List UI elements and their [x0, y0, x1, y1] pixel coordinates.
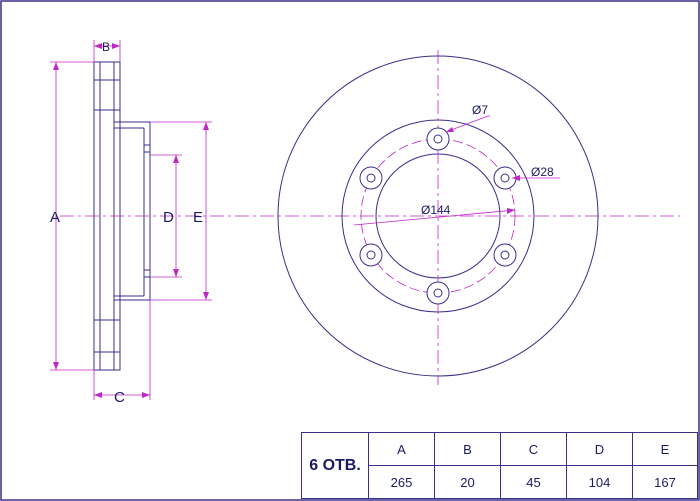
label-d: D — [163, 209, 174, 226]
holes-count: 6 ОТВ. — [301, 432, 369, 499]
spec-value-row: 265 20 45 104 167 — [302, 465, 698, 499]
label-e: E — [193, 209, 203, 226]
header-d: D — [566, 432, 633, 466]
bolt-hole — [426, 281, 450, 305]
header-c: C — [500, 432, 567, 466]
bolt-hole — [359, 166, 383, 190]
bolt-holes — [359, 127, 517, 305]
value-c: 45 — [500, 465, 567, 499]
label-bolt-hole: Ø7 — [472, 103, 488, 117]
header-e: E — [632, 432, 698, 466]
front-leaders — [353, 115, 560, 226]
label-center-bore: Ø28 — [531, 165, 554, 179]
value-e: 167 — [632, 465, 698, 499]
label-pcd: Ø144 — [421, 203, 451, 217]
spec-table: 6 ОТВ. A B C D E 265 20 45 104 167 — [301, 432, 698, 499]
bolt-hole — [426, 127, 450, 151]
bolt-hole — [493, 243, 517, 267]
header-a: A — [368, 432, 435, 466]
label-b: B — [102, 40, 110, 54]
bolt-hole — [493, 166, 517, 190]
dim-arrows — [53, 43, 209, 398]
value-d: 104 — [566, 465, 633, 499]
spec-header-row: 6 ОТВ. A B C D E — [301, 432, 698, 499]
value-b: 20 — [434, 465, 501, 499]
header-b: B — [434, 432, 501, 466]
label-c: C — [114, 389, 125, 406]
hub-hat — [114, 121, 151, 301]
leader-arrows — [446, 127, 520, 214]
value-a: 265 — [368, 465, 435, 499]
label-a: A — [50, 209, 60, 226]
bolt-hole — [359, 243, 383, 267]
